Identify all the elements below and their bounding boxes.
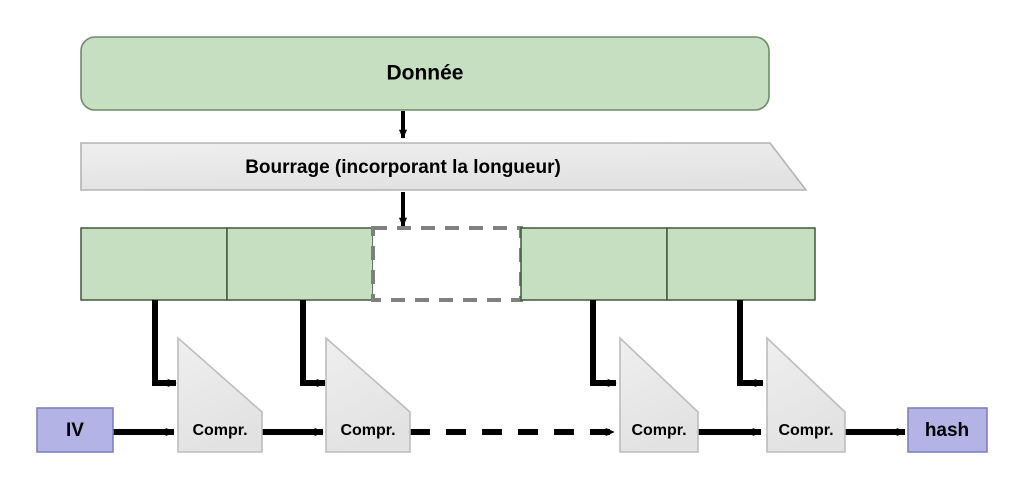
- compressor-2: Compr.: [325, 336, 411, 453]
- compressor-1-label: Compr.: [192, 422, 247, 439]
- feed-line-1: [152, 300, 177, 388]
- message-block-1: [80, 227, 228, 301]
- hash-block-shape: [907, 407, 988, 453]
- block-feed-lines: [152, 300, 764, 388]
- feed-line-2: [300, 300, 326, 388]
- data-block: Donnée: [80, 36, 770, 111]
- message-block-2: [226, 227, 374, 301]
- compressor-1-shape: [177, 336, 263, 453]
- padding-block: Bourrage (incorporant la longueur): [80, 142, 808, 191]
- iv-block: IV: [36, 407, 114, 453]
- padding-block-label: Bourrage (incorporant la longueur): [245, 157, 561, 178]
- compressor-3-shape: [619, 336, 699, 453]
- feed-line-3: [590, 300, 617, 388]
- iv-block-label: IV: [66, 420, 84, 441]
- compressor-2-label: Compr.: [340, 422, 395, 439]
- message-block-elided: [371, 226, 523, 302]
- message-block-row: [80, 226, 816, 302]
- compressor-1: Compr.: [177, 336, 263, 453]
- compressor-2-shape: [325, 336, 411, 453]
- iv-block-shape: [36, 407, 114, 453]
- feed-line-4: [737, 300, 764, 388]
- hash-block: hash: [907, 407, 988, 453]
- compressor-3-label: Compr.: [631, 422, 686, 439]
- padding-block-shape: [80, 142, 808, 191]
- compressor-4-shape: [766, 336, 846, 453]
- data-block-label: Donnée: [386, 62, 463, 85]
- hash-block-label: hash: [925, 420, 969, 441]
- message-block-3: [520, 227, 668, 301]
- message-block-4: [666, 227, 816, 301]
- data-block-shape: [80, 36, 770, 111]
- compressor-4-label: Compr.: [778, 422, 833, 439]
- compressor-4: Compr.: [766, 336, 846, 453]
- compressor-3: Compr.: [619, 336, 699, 453]
